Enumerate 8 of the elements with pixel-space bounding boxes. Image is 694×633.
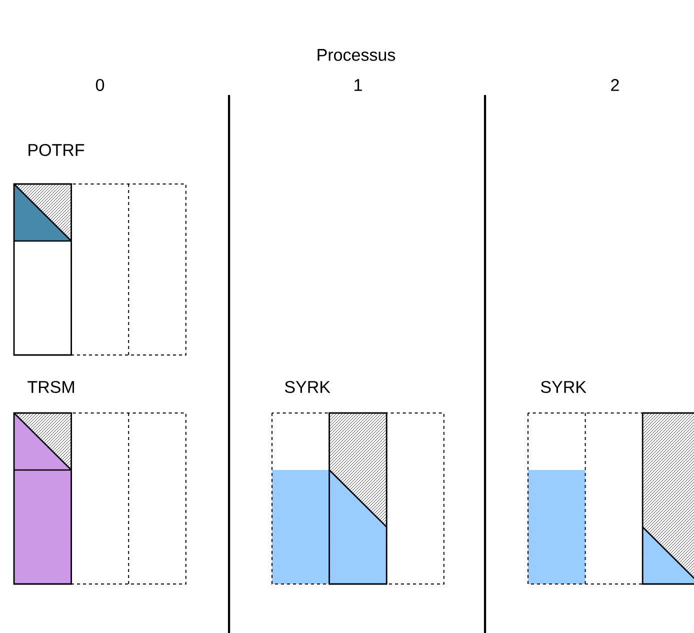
- kernel-label: SYRK: [284, 380, 330, 394]
- column-number: 0: [96, 78, 104, 92]
- column-number: 2: [611, 79, 619, 91]
- kernel-label: POTRF: [28, 144, 84, 156]
- kernel-label: SYRK: [540, 380, 586, 394]
- kernel-label: TRSM: [28, 380, 74, 394]
- heading: Processus: [318, 49, 396, 61]
- column-number: 1: [354, 79, 362, 91]
